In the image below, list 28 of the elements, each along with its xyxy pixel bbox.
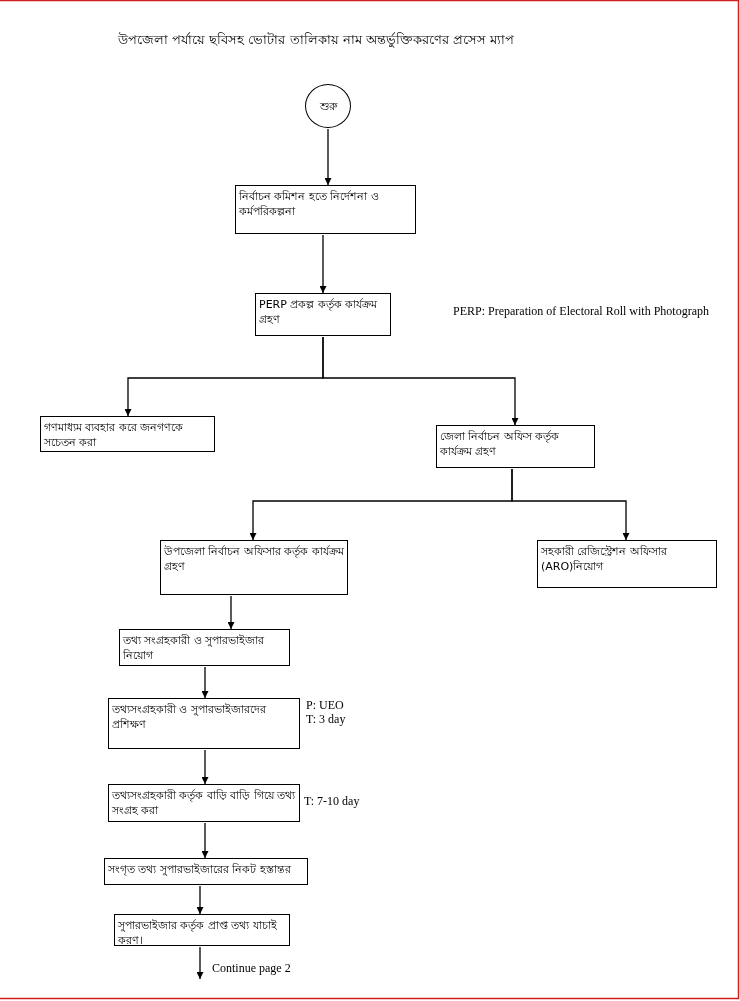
process-box: তথ্যসংগ্রহকারী ও সুপারভাইজারদের প্রশিক্ষণ (108, 698, 300, 749)
arrow (196, 885, 204, 915)
process-box: তথ্যসংগ্রহকারী কর্তৃক বাড়ি বাড়ি গিয়ে তথ্য সংগ্রহ করা (108, 784, 300, 822)
time-note: T: 7-10 day (304, 794, 360, 809)
arrow (319, 234, 327, 294)
arrow (511, 468, 630, 541)
arrow (324, 128, 332, 186)
process-box: সুপারভাইজার কর্তৃক প্রাপ্ত তথ্য যাচাই করণ। (114, 914, 290, 946)
arrow (227, 595, 235, 630)
start-ellipse: শুরু (305, 84, 351, 128)
arrow (322, 336, 519, 426)
process-box: সংগৃত তথ্য সুপারভাইজারের নিকট হস্তান্তর (104, 858, 308, 885)
process-box: সহকারী রেজিস্ট্রেশন অফিসার (ARO)নিয়োগ (537, 540, 717, 588)
note-text: PERP: Preparation of Electoral Roll with Photograph (453, 304, 709, 319)
time-note: T: 3 day (306, 712, 346, 727)
process-box: তথ্য সংগ্রহকারী ও সুপারভাইজার নিয়োগ (119, 629, 290, 666)
arrow (201, 822, 209, 859)
process-box: গণমাধ্যম ব্যবহার করে জনগণকে সচেতন করা (40, 416, 215, 452)
process-box: জেলা নির্বাচন অফিস কর্তৃক কার্যক্রম গ্রহণ (436, 425, 595, 468)
arrow (196, 946, 204, 980)
arrow (201, 749, 209, 785)
time-note: P: UEO (306, 698, 344, 713)
process-box: PERP প্রকল্প কর্তৃক কার্যক্রম গ্রহণ (255, 293, 391, 336)
process-box: উপজেলা নির্বাচন অফিসার কর্তৃক কার্যক্রম গ্রহণ (160, 540, 348, 595)
arrow (201, 666, 209, 699)
edge-label: Continue page 2 (212, 961, 291, 976)
title: উপজেলা পর্যায়ে ছবিসহ ভোটার তালিকায় নাম অন্তর্ভুক্তিকরণের প্রসেস ম্যাপ (118, 31, 515, 50)
process-box: নির্বাচন কমিশন হতে নির্দেশনা ও কর্মপরিকল্পনা (235, 185, 416, 234)
